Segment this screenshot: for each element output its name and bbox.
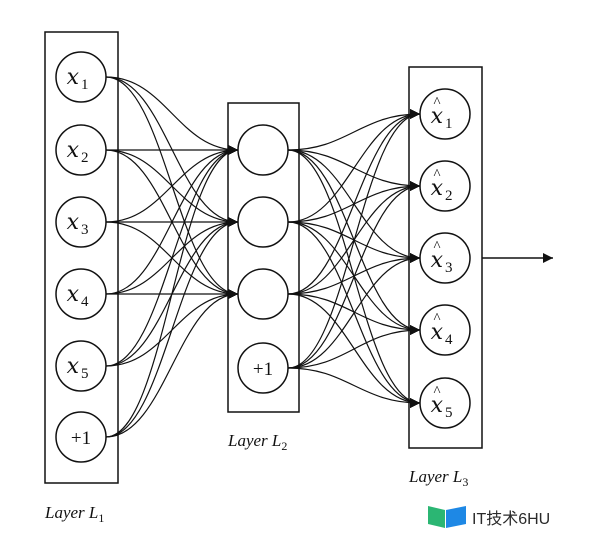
svg-text:+1: +1 <box>253 359 273 380</box>
svg-text:4: 4 <box>81 294 89 310</box>
svg-text:x: x <box>67 354 80 379</box>
l1-l2-edge-1-1 <box>105 76 239 155</box>
layer-3-nodes: ^ x 1 ^ x 2 ^ x 3 ^ x 4 ^ x 5 <box>419 88 471 429</box>
svg-text:^: ^ <box>433 311 440 327</box>
svg-text:3: 3 <box>445 260 453 276</box>
watermark-logo-icon <box>428 506 466 528</box>
svg-text:x: x <box>431 248 444 273</box>
watermark: IT技术6HU <box>428 506 550 528</box>
svg-text:x: x <box>67 138 80 163</box>
output-node-x2-hat: ^ x 2 <box>419 160 471 212</box>
l2-l3-edge-4-4 <box>287 325 421 369</box>
layer-3-label: Layer L3 <box>408 467 468 489</box>
l1-l2-edge-3-1 <box>105 145 239 223</box>
output-node-x3-hat: ^ x 3 <box>419 232 471 284</box>
input-node-x1: x 1 <box>55 51 107 103</box>
input-node-x4: x 4 <box>55 268 107 320</box>
l2-l3-edge-2-1 <box>287 109 421 223</box>
layer-2-nodes: +1 <box>237 124 289 394</box>
hidden-bias-node: +1 <box>237 342 289 394</box>
svg-text:^: ^ <box>433 239 440 255</box>
connections-layer-2-to-3 <box>287 109 421 408</box>
l1-l2-edge-4-1 <box>105 145 239 295</box>
output-node-x4-hat: ^ x 4 <box>419 304 471 356</box>
l1-l2-edge-6-1 <box>105 145 239 438</box>
svg-text:3: 3 <box>81 222 89 238</box>
svg-text:5: 5 <box>81 366 89 382</box>
svg-text:x: x <box>67 65 80 90</box>
hidden-node-1 <box>237 124 289 176</box>
output-node-x5-hat: ^ x 5 <box>419 377 471 429</box>
layer-1-box <box>44 31 119 484</box>
l2-l3-edge-4-1 <box>287 109 421 369</box>
svg-text:x: x <box>431 320 444 345</box>
layer-1-nodes: x 1 x 2 x 3 x 4 x 5 +1 <box>55 51 107 463</box>
connections-layer-1-to-2 <box>105 76 239 438</box>
layer-2-box <box>227 102 300 413</box>
input-bias-node: +1 <box>55 411 107 463</box>
svg-text:4: 4 <box>445 332 453 348</box>
svg-text:x: x <box>431 104 444 129</box>
l1-l2-edge-6-3 <box>105 289 239 438</box>
l2-l3-edge-4-3 <box>287 253 421 369</box>
l2-l3-edge-4-2 <box>287 181 421 369</box>
svg-text:2: 2 <box>445 188 453 204</box>
input-node-x5: x 5 <box>55 340 107 392</box>
output-node-x1-hat: ^ x 1 <box>419 88 471 140</box>
svg-text:^: ^ <box>433 95 440 111</box>
hidden-node-2 <box>237 196 289 248</box>
l2-l3-edge-3-1 <box>287 109 421 295</box>
l1-l2-edge-6-2 <box>105 217 239 438</box>
svg-text:1: 1 <box>445 116 453 132</box>
l2-l3-edge-1-1 <box>287 109 421 151</box>
layer-2-label: Layer L2 <box>227 431 287 453</box>
hidden-node-3 <box>237 268 289 320</box>
input-node-x2: x 2 <box>55 124 107 176</box>
input-node-x3: x 3 <box>55 196 107 248</box>
svg-text:x: x <box>67 282 80 307</box>
layer-1-label: Layer L1 <box>44 503 104 525</box>
l2-l3-edge-4-5 <box>287 367 421 408</box>
svg-text:^: ^ <box>433 384 440 400</box>
l1-l2-edge-5-1 <box>105 145 239 367</box>
svg-text:x: x <box>67 210 80 235</box>
svg-text:x: x <box>431 393 444 418</box>
watermark-text: IT技术6HU <box>472 510 550 528</box>
svg-text:5: 5 <box>445 405 453 421</box>
svg-text:^: ^ <box>433 167 440 183</box>
svg-text:x: x <box>431 176 444 201</box>
svg-text:1: 1 <box>81 77 89 93</box>
svg-text:+1: +1 <box>71 428 91 449</box>
svg-text:2: 2 <box>81 150 89 166</box>
